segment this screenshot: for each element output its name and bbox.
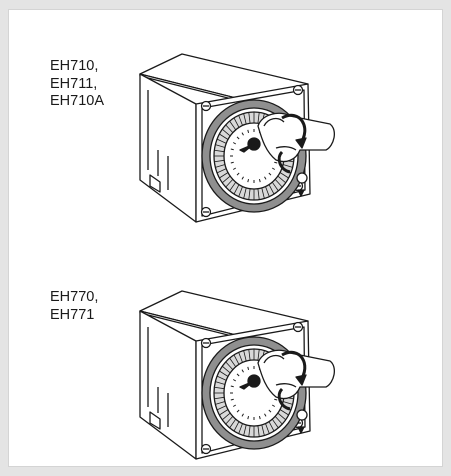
- override-knob-icon: [296, 172, 308, 184]
- time-switch-dial-icon: [139, 53, 336, 223]
- time-switch-illustration-top: [0, 0, 451, 230]
- device-body: [139, 290, 336, 460]
- model-label-top: EH710, EH711, EH710A: [50, 58, 105, 109]
- time-switch-illustration-bottom: [0, 237, 451, 467]
- time-switch-dial-icon: [139, 290, 336, 460]
- hand-turning-dial-icon: [257, 112, 336, 174]
- device-body: [139, 53, 336, 223]
- override-knob-icon: [296, 409, 308, 421]
- model-label-bottom: EH770, EH771: [50, 289, 99, 323]
- hand-turning-dial-icon: [257, 349, 336, 411]
